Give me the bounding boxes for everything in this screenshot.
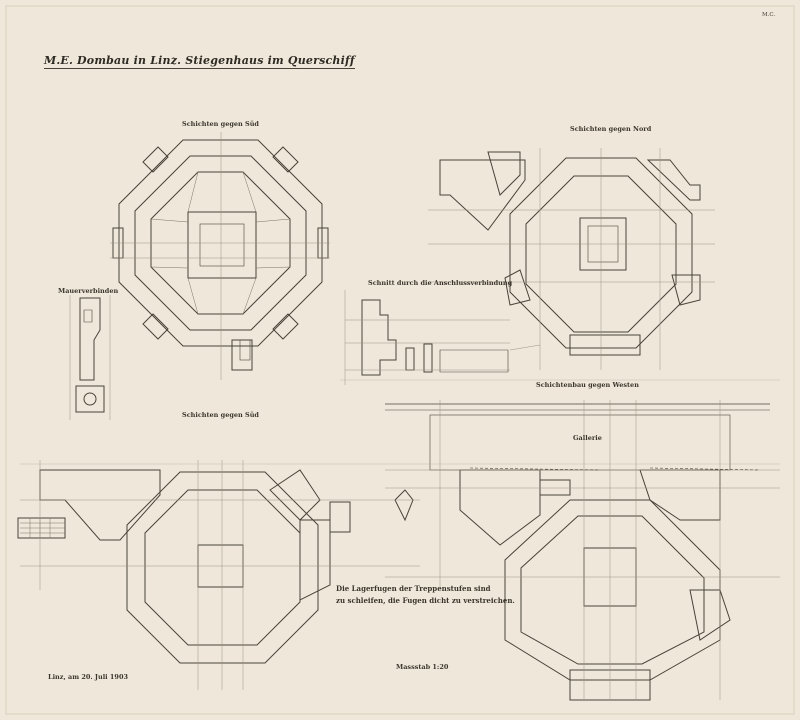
detail-left <box>69 295 111 420</box>
corner-number: M.C. <box>762 12 776 18</box>
label-section-middle: Schnitt durch die Anschlussverbindung <box>368 279 513 287</box>
plan-bottom-left <box>17 460 420 690</box>
label-detail-left: Mauerverbinden <box>58 287 119 295</box>
plan-top-right <box>428 148 715 370</box>
drawing-title: M.E. Dombau in Linz. Stiegenhaus im Quer… <box>44 54 355 69</box>
plan-bottom-right <box>385 400 780 701</box>
note-line-1: Die Lagerfugen der Treppenstufen sind <box>336 584 491 593</box>
section-middle <box>344 290 541 385</box>
construction-note: Die Lagerfugen der Treppenstufen sind zu… <box>336 583 515 607</box>
scale-label: Massstab 1:20 <box>396 663 449 671</box>
plan-top-left <box>110 132 330 380</box>
label-plan-top-right: Schichten gegen Nord <box>570 125 652 133</box>
label-plan-bottom-left: Schichten gegen Süd <box>182 411 259 419</box>
date-place: Linz, am 20. Juli 1903 <box>48 673 128 681</box>
label-plan-bottom-right: Schichtenbau gegen Westen <box>536 381 639 389</box>
label-plan-top-left: Schichten gegen Süd <box>182 120 259 128</box>
note-line-2: zu schleifen, die Fugen dicht zu verstre… <box>336 596 515 605</box>
label-gallery: Gallerie <box>573 434 602 442</box>
